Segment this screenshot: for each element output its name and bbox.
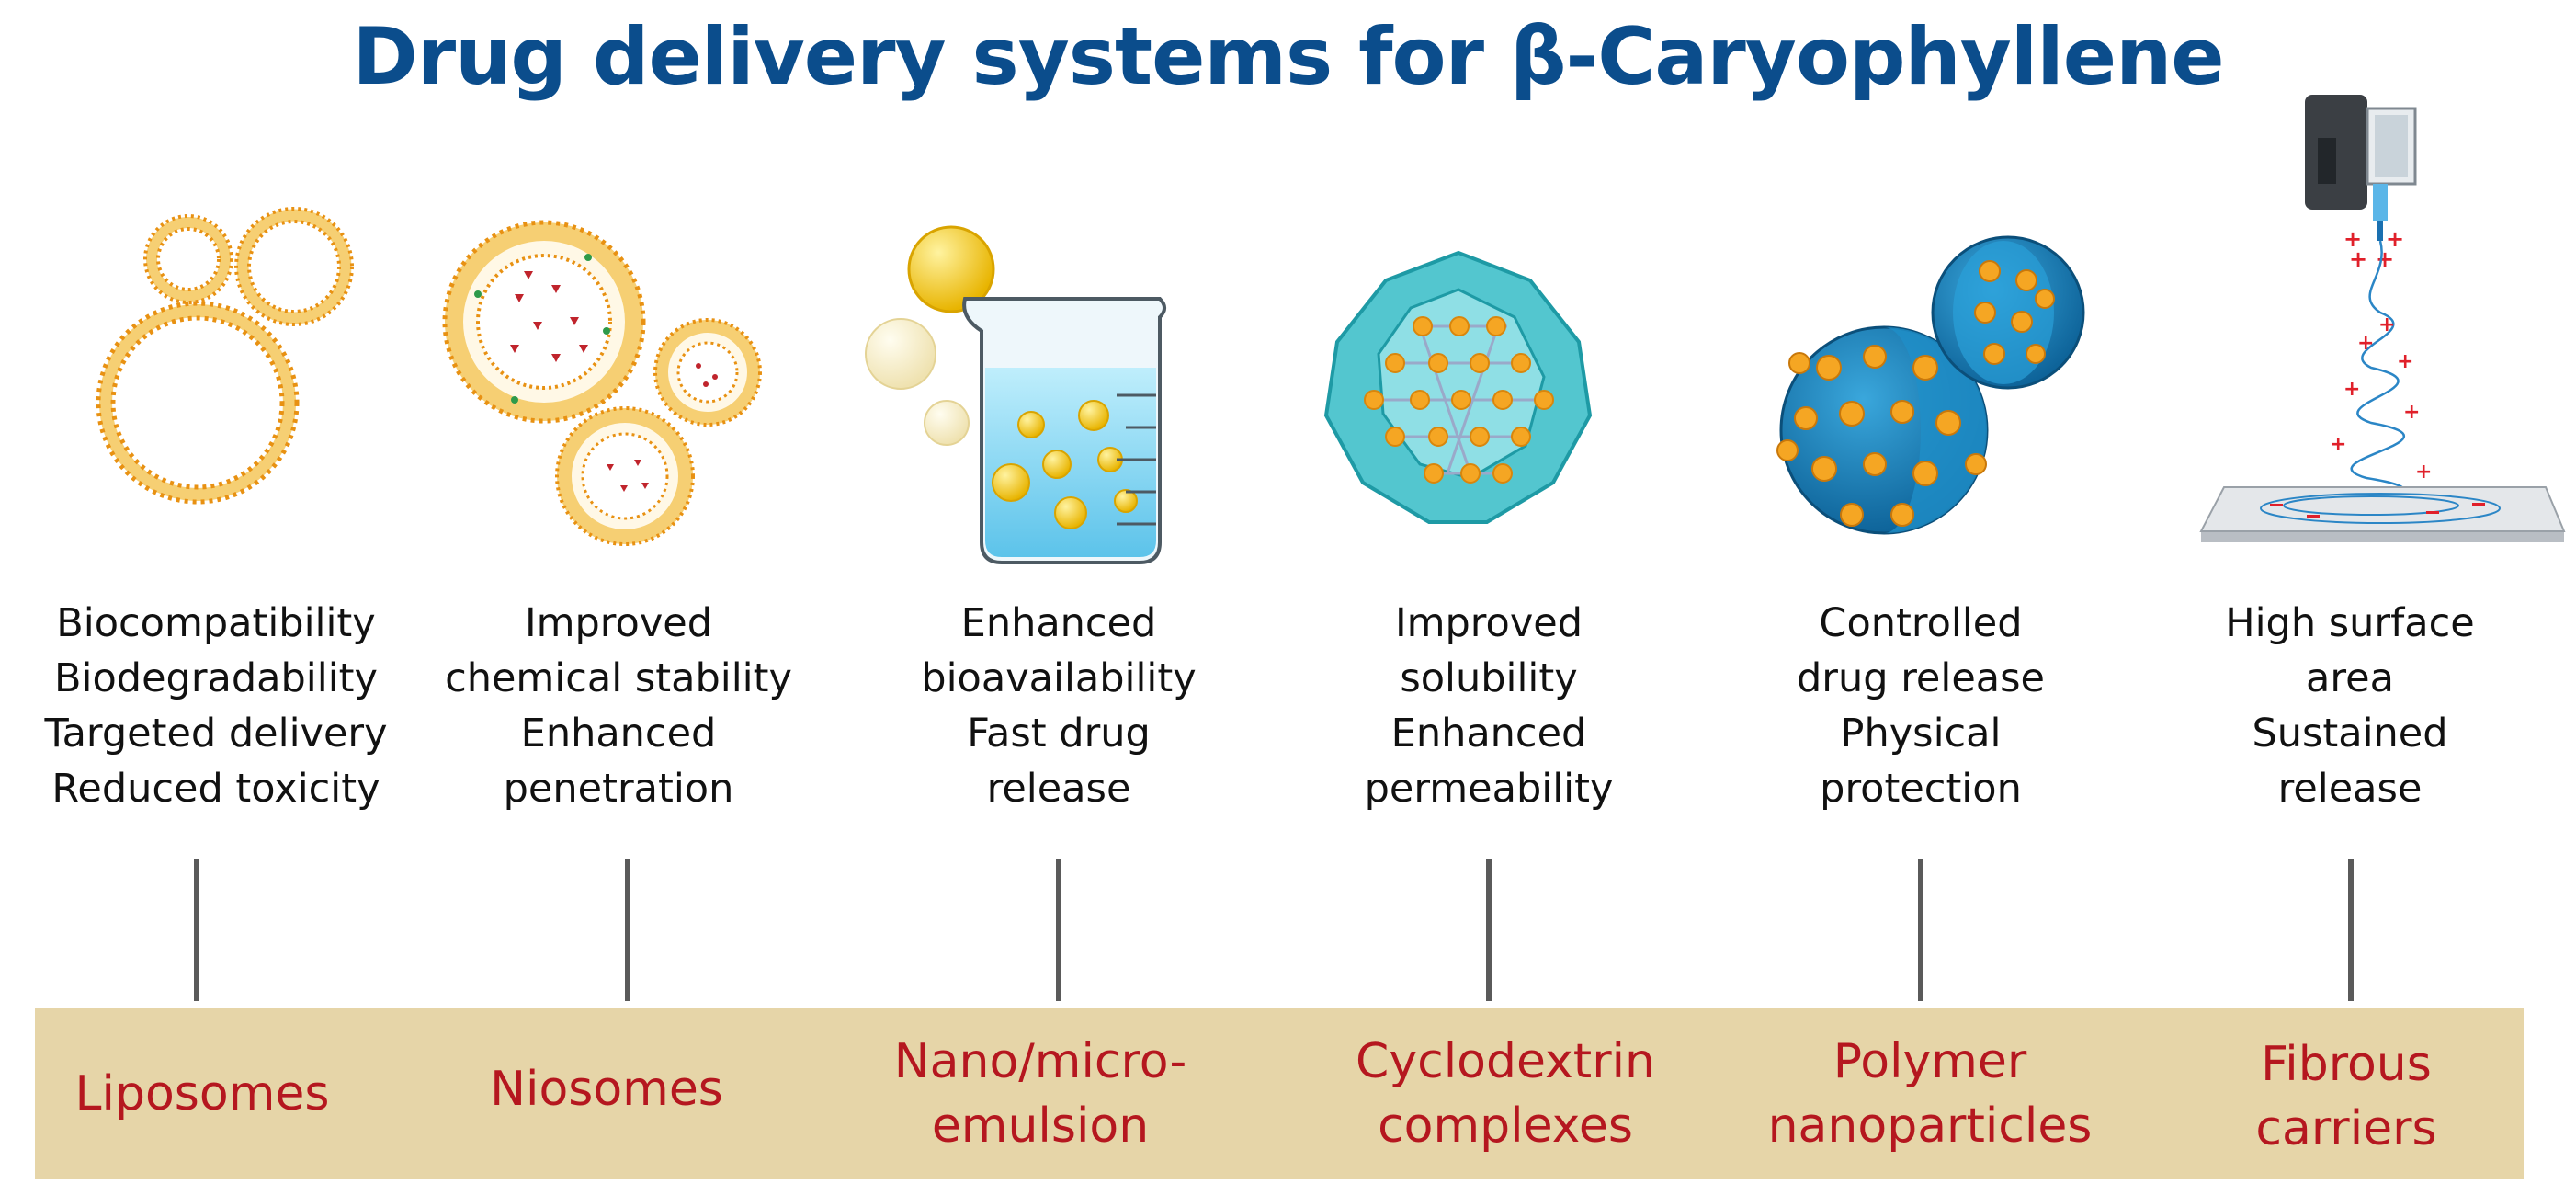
benefit-text: area (2306, 655, 2394, 701)
svg-text:+: + (2343, 226, 2362, 252)
label-text: Polymer (1833, 1034, 2027, 1089)
benefit-text: bioavailability (921, 655, 1197, 701)
connector-line (625, 859, 630, 1001)
electrospinning-icon: ++ ++ +++ ++++ (2199, 95, 2566, 542)
benefit-text: chemical stability (445, 655, 792, 701)
svg-text:+: + (2415, 461, 2432, 484)
svg-text:+: + (2357, 332, 2374, 355)
connector-line (194, 859, 199, 1001)
liposome-icon (96, 207, 354, 505)
benefit-text: protection (1820, 766, 2022, 812)
label-text: Fibrous (2261, 1037, 2432, 1092)
svg-text:+: + (2343, 378, 2360, 401)
benefit-text: Enhanced (960, 600, 1157, 646)
benefit-text: Biocompatibility (56, 600, 376, 646)
connector-line (1486, 859, 1492, 1001)
benefit-text: Physical (1840, 711, 2002, 757)
benefit-text: Controlled (1819, 600, 2023, 646)
benefit-text: Improved (524, 600, 713, 646)
label-text: emulsion (931, 1098, 1150, 1154)
label-niosomes: Niosomes (404, 1057, 809, 1121)
beaker-emulsion-icon (865, 225, 1166, 564)
label-band (35, 1008, 2524, 1179)
benefit-text: permeability (1364, 766, 1614, 812)
svg-text:+: + (2349, 246, 2367, 272)
label-cyclodextrin: Cyclodextrin complexes (1303, 1030, 1708, 1158)
label-emulsion: Nano/micro- emulsion (838, 1030, 1243, 1158)
label-text: Nano/micro- (893, 1034, 1187, 1089)
benefit-text: solubility (1400, 655, 1578, 701)
svg-text:+: + (2378, 313, 2395, 336)
label-text: carriers (2255, 1101, 2437, 1156)
benefit-text: Sustained (2252, 711, 2448, 757)
benefit-text: penetration (503, 766, 734, 812)
label-polymer: Polymer nanoparticles (1728, 1030, 2132, 1158)
label-text: nanoparticles (1767, 1098, 2093, 1154)
svg-text:+: + (2403, 401, 2420, 424)
label-liposomes: Liposomes (0, 1062, 404, 1126)
benefit-text: High surface (2225, 600, 2475, 646)
page-title: Drug delivery systems for β-Caryophyllen… (352, 11, 2224, 103)
benefit-text: Reduced toxicity (51, 766, 380, 812)
benefits-emulsion: Enhanced bioavailability Fast drug relea… (843, 596, 1275, 816)
connector-line (1918, 859, 1923, 1001)
polymer-nanoparticle-icon (1776, 235, 2085, 535)
label-text: Niosomes (490, 1062, 723, 1117)
benefits-cyclodextrin: Improved solubility Enhanced permeabilit… (1273, 596, 1705, 816)
cyclodextrin-cage-icon (1323, 250, 1593, 524)
label-text: complexes (1378, 1098, 1633, 1154)
svg-text:+: + (2386, 226, 2404, 252)
label-text: Liposomes (74, 1066, 330, 1121)
svg-text:+: + (2397, 350, 2413, 373)
connector-line (2348, 859, 2354, 1001)
connector-line (1056, 859, 1061, 1001)
benefit-text: Enhanced (520, 711, 717, 757)
benefit-text: Fast drug (967, 711, 1151, 757)
label-fibrous: Fibrous carriers (2144, 1032, 2548, 1161)
benefit-text: Targeted delivery (44, 711, 388, 757)
benefit-text: release (986, 766, 1131, 812)
benefit-text: Improved (1394, 600, 1583, 646)
svg-text:+: + (2330, 433, 2346, 456)
benefit-text: release (2277, 766, 2423, 812)
benefit-text: Biodegradability (54, 655, 378, 701)
label-text: Cyclodextrin (1356, 1034, 1655, 1089)
niosome-icon (442, 220, 762, 546)
benefit-text: Enhanced (1390, 711, 1587, 757)
benefits-liposomes: Biocompatibility Biodegradability Target… (0, 596, 432, 816)
benefits-fibrous: High surface area Sustained release (2134, 596, 2566, 816)
benefits-niosomes: Improved chemical stability Enhanced pen… (403, 596, 834, 816)
benefit-text: drug release (1797, 655, 2045, 701)
benefits-polymer: Controlled drug release Physical protect… (1705, 596, 2137, 816)
illustrations: ++ ++ +++ ++++ (96, 95, 2566, 564)
